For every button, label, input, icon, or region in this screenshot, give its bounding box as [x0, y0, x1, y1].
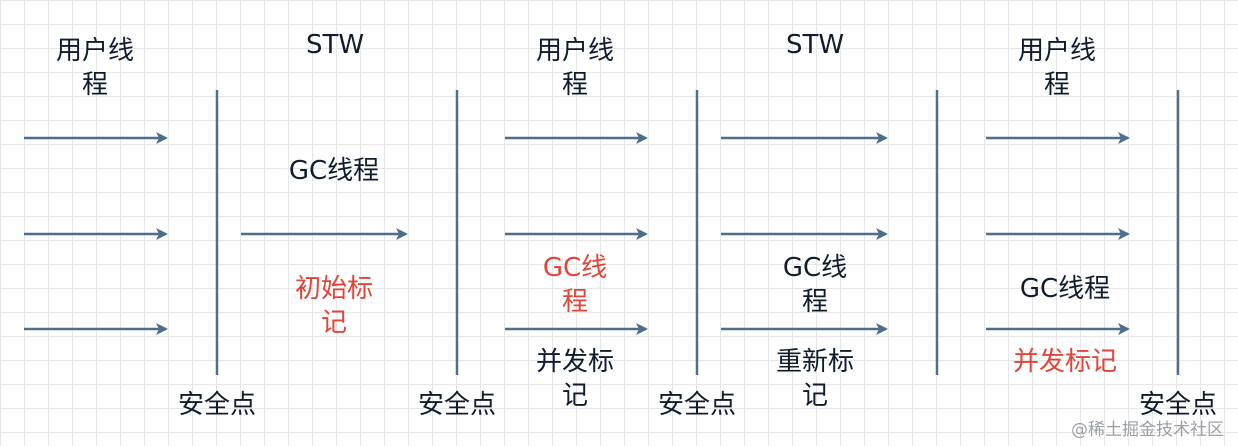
gc-thread-label: GC线程 [1019, 274, 1111, 304]
initial-mark-label: 初始标记 [294, 274, 373, 338]
concurrent-mark-label: 并发标记 [535, 347, 614, 411]
stw-label: STW [785, 30, 845, 60]
gc-thread-label: GC线程 [542, 253, 608, 317]
user-thread-label: 用户线程 [535, 36, 614, 100]
stw-label: STW [305, 30, 365, 60]
remark-label: 重新标记 [775, 347, 854, 411]
safepoint-label: 安全点 [417, 390, 496, 420]
user-thread-label: 用户线程 [55, 36, 134, 100]
safepoint-label: 安全点 [1138, 390, 1217, 420]
gc-thread-label: GC线程 [288, 156, 380, 186]
concurrent-mark-label: 并发标记 [1012, 347, 1117, 377]
user-thread-label: 用户线程 [1017, 36, 1096, 100]
safepoint-label: 安全点 [177, 390, 256, 420]
gc-thread-label: GC线程 [782, 253, 848, 317]
watermark: @稀土掘金技术社区 [1071, 420, 1224, 440]
safepoint-label: 安全点 [657, 390, 736, 420]
